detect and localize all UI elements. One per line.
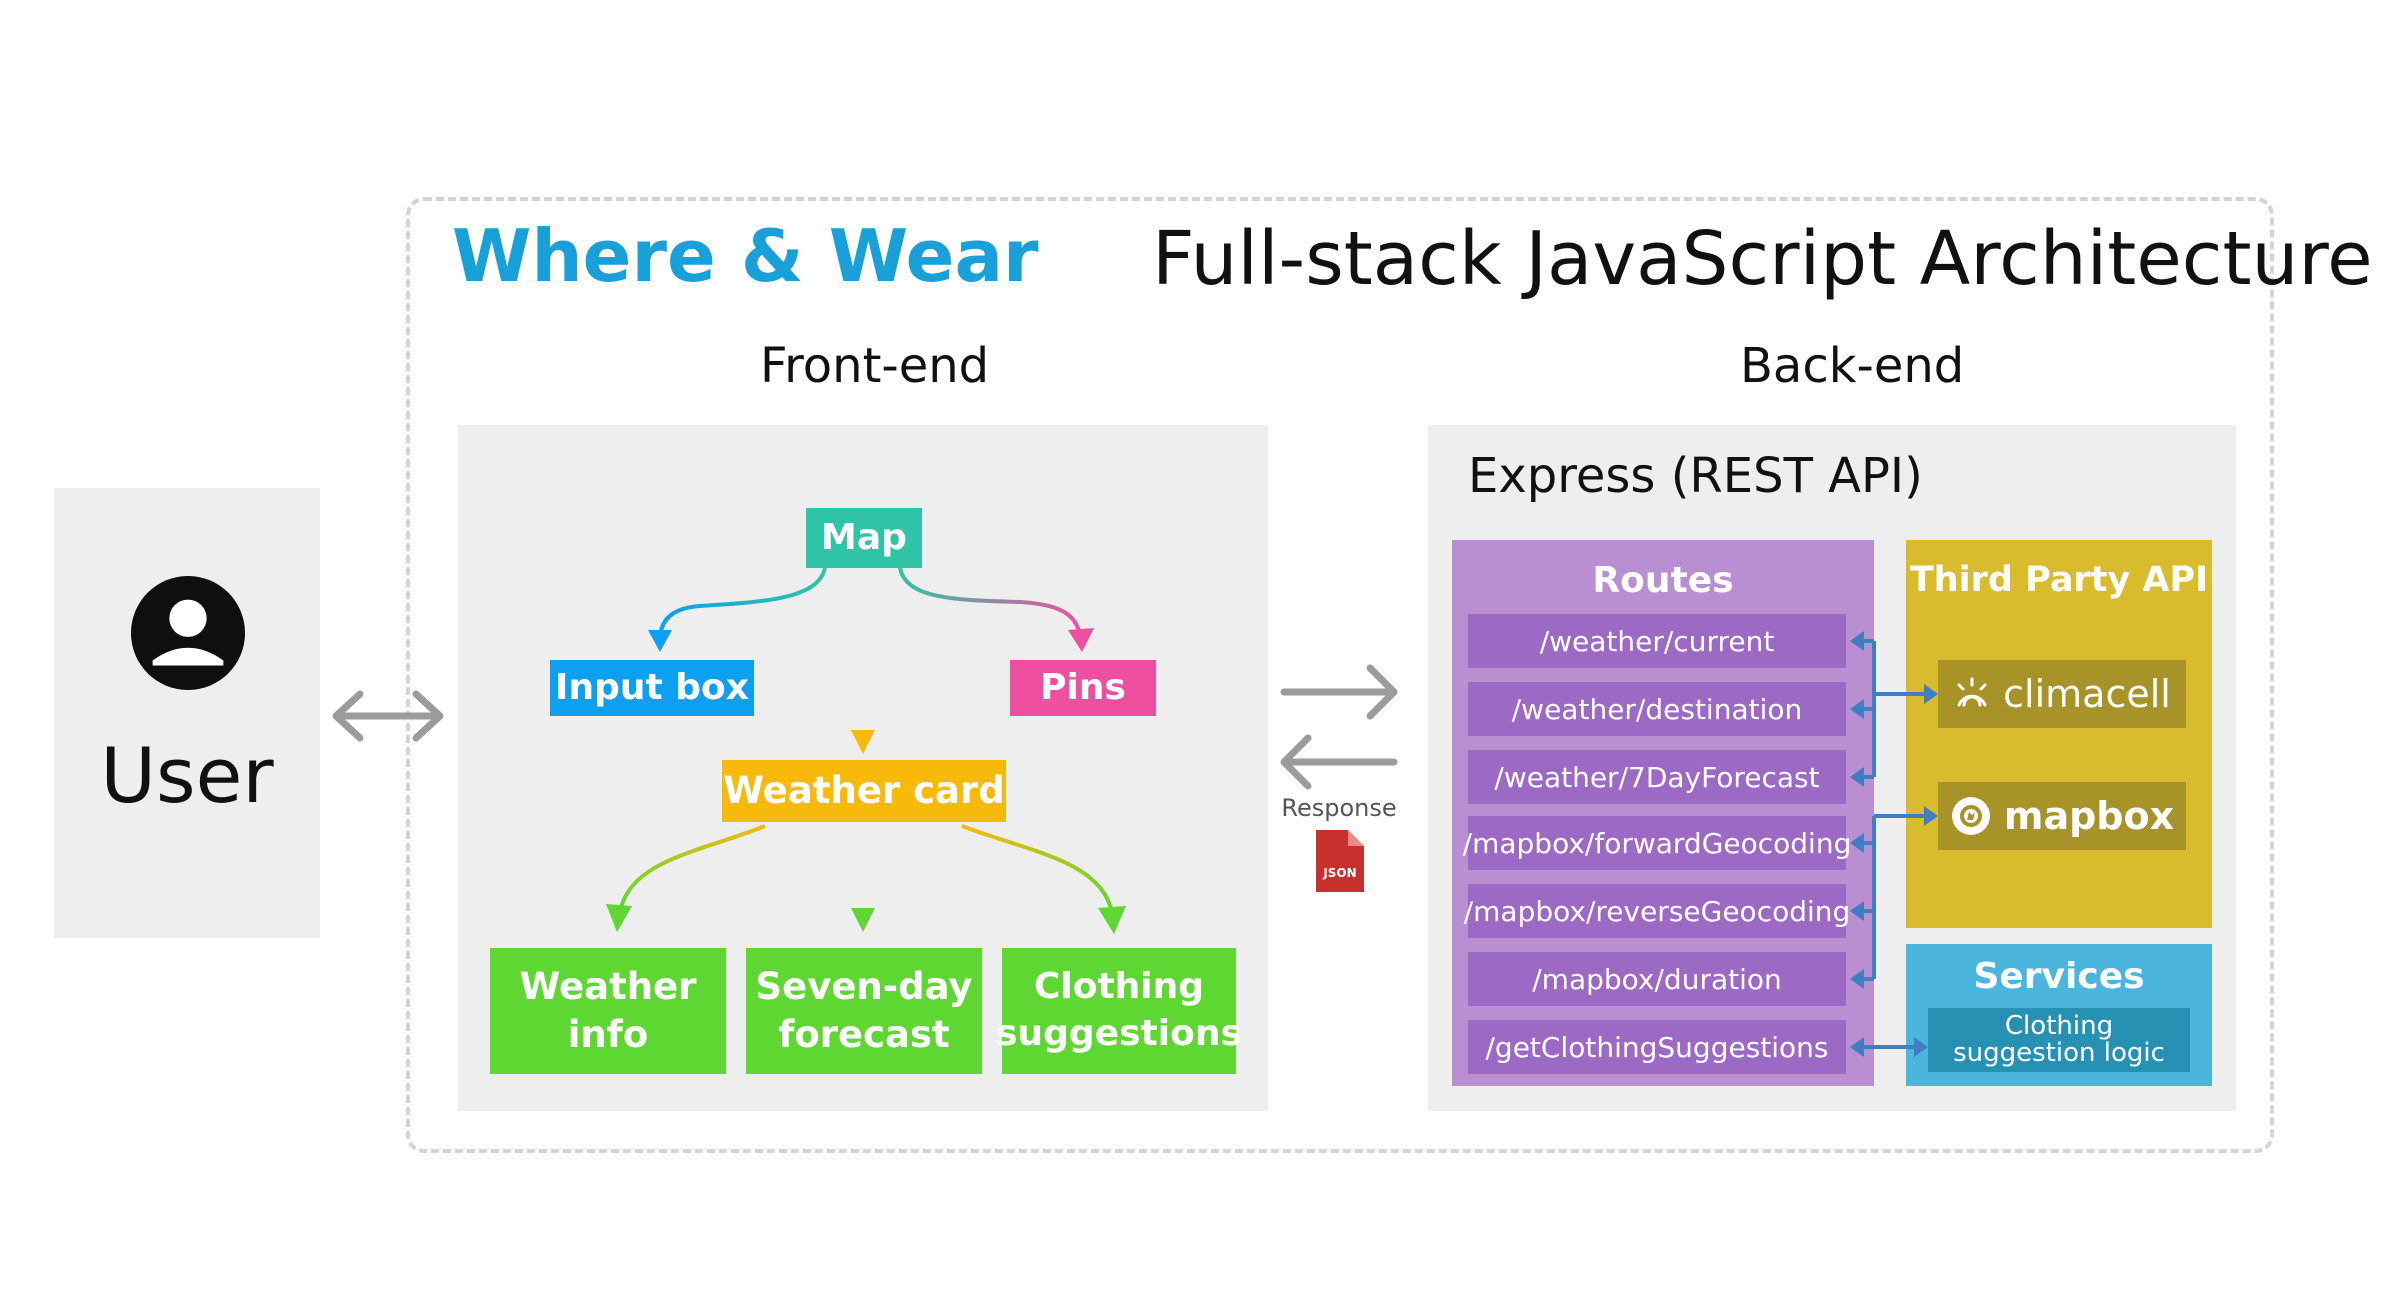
user-panel [54, 488, 320, 938]
clothing-suggestions-node: Clothing suggestions [996, 948, 1242, 1074]
clothing-line-2: suggestions [996, 1013, 1242, 1054]
seven-day-forecast-node: Seven-day forecast [746, 948, 982, 1074]
services-title: Services [1973, 956, 2145, 997]
user-label: User [100, 731, 274, 820]
express-label: Express (REST API) [1468, 448, 1923, 504]
third-party-panel [1906, 540, 2212, 928]
pins-node: Pins [1010, 660, 1156, 716]
backend-label: Back-end [1740, 338, 1965, 394]
weather-info-line-2: info [567, 1013, 649, 1056]
routes-title: Routes [1592, 560, 1734, 601]
weather-info-node: Weather info [490, 948, 726, 1074]
route-weather-current: /weather/current [1468, 614, 1846, 668]
seven-day-line-2: forecast [778, 1013, 950, 1056]
response-arrow [1280, 734, 1398, 790]
page-title: Full-stack JavaScript Architecture [1152, 216, 2373, 302]
climacell-name: climacell [2003, 672, 2171, 716]
weather-info-line-1: Weather [519, 964, 697, 1008]
brand-title: Where & Wear [452, 214, 1039, 298]
clothing-logic-item: Clothing suggestion logic [1928, 1008, 2190, 1072]
user-avatar-icon [130, 575, 246, 691]
route-clothing-suggestions: /getClothingSuggestions [1468, 1020, 1846, 1074]
mapbox-name: mapbox [2003, 794, 2175, 838]
mapbox-logo-icon [1951, 797, 1990, 835]
clothing-logic-line-2: suggestion logic [1953, 1038, 2165, 1068]
json-file-icon: JSON [1314, 828, 1366, 894]
user-frontend-double-arrow [332, 690, 444, 742]
response-label: Response [1281, 794, 1397, 822]
json-label: JSON [1323, 866, 1357, 880]
mapbox-item: mapbox [1938, 782, 2186, 850]
route-mapbox-duration: /mapbox/duration [1468, 952, 1846, 1006]
app-boundary-frame [406, 197, 2274, 1153]
input-box-node: Input box [550, 660, 754, 716]
clothing-line-1: Clothing [1033, 966, 1205, 1008]
map-node: Map [806, 508, 922, 568]
route-weather-destination: /weather/destination [1468, 682, 1846, 736]
request-arrow [1280, 664, 1398, 720]
climacell-logo-icon [1957, 677, 1987, 707]
third-party-title: Third Party API [1909, 560, 2209, 600]
route-mapbox-reverse: /mapbox/reverseGeocoding [1464, 884, 1850, 938]
weather-card-node: Weather card [722, 760, 1006, 822]
clothing-logic-line-1: Clothing [2004, 1010, 2114, 1041]
seven-day-line-1: Seven-day [755, 964, 973, 1008]
climacell-item: climacell [1938, 660, 2186, 728]
route-weather-7day: /weather/7DayForecast [1468, 750, 1846, 804]
route-mapbox-forward: /mapbox/forwardGeocoding [1463, 816, 1851, 870]
frontend-label: Front-end [760, 338, 990, 394]
